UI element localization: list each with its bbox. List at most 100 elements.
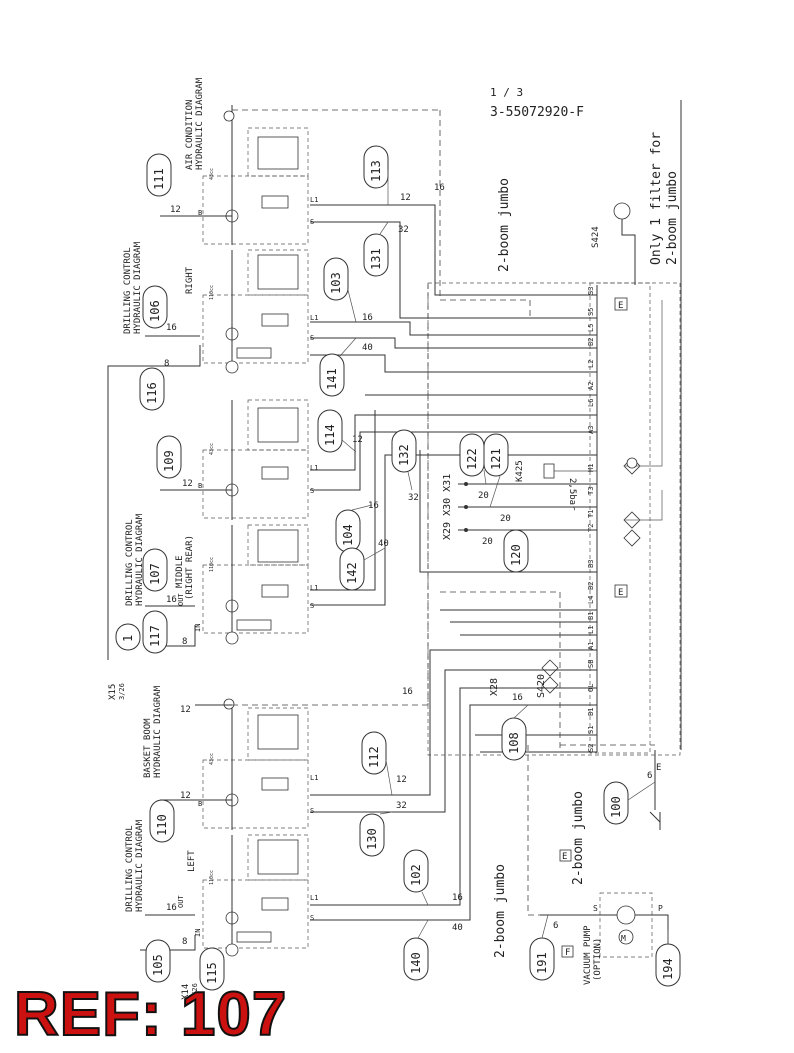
svg-text:16: 16 [166, 595, 177, 605]
svg-text:MIDDLE: MIDDLE [175, 555, 185, 588]
svg-text:S1: S1 [587, 726, 595, 734]
svg-text:112: 112 [367, 746, 381, 768]
size-120: 20 [482, 537, 493, 547]
svg-text:IN: IN [194, 929, 202, 937]
svg-text:40: 40 [378, 539, 389, 549]
svg-text:S: S [310, 334, 314, 342]
vacuum-pressure-line [635, 914, 669, 945]
svg-text:40: 40 [362, 343, 373, 353]
bubble-130: 130 [359, 813, 385, 857]
svg-text:S2: S2 [587, 744, 595, 752]
bubble-141: 141 [319, 353, 345, 397]
svg-text:12: 12 [182, 479, 193, 489]
svg-text:110cc: 110cc [209, 557, 215, 572]
motor-icon [225, 631, 239, 645]
x29-x31-label: X29 X30 X31 [442, 474, 453, 540]
s424-label: S424 [591, 226, 601, 248]
svg-text:S: S [310, 914, 314, 922]
svg-text:104: 104 [341, 524, 355, 546]
svg-text:102: 102 [409, 864, 423, 886]
svg-text:32: 32 [408, 493, 419, 503]
jumbo-label-bottom: 2-boom jumbo [493, 864, 508, 958]
filter-return-line [640, 490, 663, 521]
ref-bubbles: 111 106 116 109 107 117 1 110 105 115 11… [115, 145, 681, 991]
svg-text:S: S [310, 602, 314, 610]
x14-label: X14 3/26 [181, 983, 199, 1000]
bubble-leaders [339, 170, 669, 944]
svg-text:OUT: OUT [177, 593, 185, 606]
bubble-142: 142 [339, 547, 365, 591]
filter-icon [623, 511, 641, 547]
svg-text:HYDRAULIC DIAGRAM: HYDRAULIC DIAGRAM [195, 77, 205, 170]
svg-text:131: 131 [369, 248, 383, 270]
pump-icon [616, 905, 636, 925]
svg-text:A2: A2 [587, 382, 595, 390]
jumbo-label-top: 2-boom jumbo [497, 178, 512, 272]
filter-return-line [640, 300, 663, 467]
bubble-110: 110 [149, 799, 175, 843]
svg-text:L1: L1 [310, 584, 318, 592]
motor-icon [225, 360, 239, 374]
svg-text:L6: L6 [587, 399, 595, 407]
pressure-switch-icon [543, 463, 555, 479]
bubble-132: 132 [391, 429, 417, 473]
svg-text:A1: A1 [587, 642, 595, 650]
bubble-121: 121 [483, 433, 509, 477]
pump-block-left: 110cc [202, 834, 309, 949]
sheet-number: 1 / 3 [490, 86, 523, 99]
svg-text:2-boom jumbo: 2-boom jumbo [665, 171, 680, 265]
s424-line [621, 219, 636, 285]
bubble-113: 113 [363, 145, 389, 189]
svg-text:DRILLING CONTROL: DRILLING CONTROL [125, 825, 135, 912]
svg-text:B: B [198, 482, 202, 490]
bubble-109: 109 [156, 435, 182, 479]
size-191: 6 [553, 921, 558, 931]
vacuum-port-p: P [658, 904, 663, 913]
svg-text:S: S [310, 218, 314, 226]
svg-text:115: 115 [205, 962, 219, 984]
svg-text:T2: T2 [587, 524, 595, 532]
check-valve-icon [649, 811, 661, 830]
svg-text:12: 12 [352, 435, 363, 445]
jumbo-zone-low [527, 745, 560, 916]
svg-text:L1: L1 [310, 196, 318, 204]
svg-text:121: 121 [489, 448, 503, 470]
svg-text:B2: B2 [587, 338, 595, 346]
svg-text:A3: A3 [587, 426, 595, 434]
svg-text:B: B [198, 800, 202, 808]
svg-text:116: 116 [145, 382, 159, 404]
svg-text:B1: B1 [587, 708, 595, 716]
svg-text:HYDRAULIC DIAGRAM: HYDRAULIC DIAGRAM [135, 819, 145, 912]
bubble-100: 100 [603, 781, 629, 825]
e-marker-low: E [562, 852, 567, 862]
jumbo-zone-mid [440, 591, 561, 750]
pump-block-middle: 43cc 110cc [202, 399, 309, 635]
svg-text:43cc: 43cc [209, 443, 215, 455]
svg-text:114: 114 [323, 424, 337, 446]
svg-text:122: 122 [465, 448, 479, 470]
hose-sizes: 12 16 8 12 32 16 40 16 12 12 32 16 40 16… [164, 183, 463, 947]
title-drilling-right: DRILLING CONTROL HYDRAULIC DIAGRAM RIGHT [123, 241, 195, 334]
ref-stamp: REF: 107 [13, 980, 288, 1049]
svg-text:IN: IN [194, 624, 202, 632]
svg-text:32: 32 [398, 225, 409, 235]
svg-text:(OPTION): (OPTION) [593, 938, 603, 981]
svg-text:111: 111 [152, 168, 166, 190]
bubble-117: 117 [142, 610, 168, 654]
svg-text:T1: T1 [587, 510, 595, 518]
bubble-1: 1 [115, 623, 141, 651]
svg-text:16: 16 [368, 501, 379, 511]
svg-text:120: 120 [509, 544, 523, 566]
svg-text:142: 142 [345, 562, 359, 584]
svg-text:141: 141 [325, 368, 339, 390]
bubble-115: 115 [199, 947, 225, 991]
k425-label: K425 [515, 460, 525, 482]
manifold-inner-outline [589, 282, 651, 754]
e-marker-box-top [614, 297, 628, 311]
left-hose-lines [107, 215, 430, 951]
svg-text:L1: L1 [310, 464, 318, 472]
svg-text:1: 1 [121, 635, 135, 642]
manifold-pin-labels: S3 S5 L5 B2 L2 A2 L6 A3 M1 T3 T1 T2 B3 B… [587, 287, 595, 752]
motor-icon [618, 929, 634, 945]
